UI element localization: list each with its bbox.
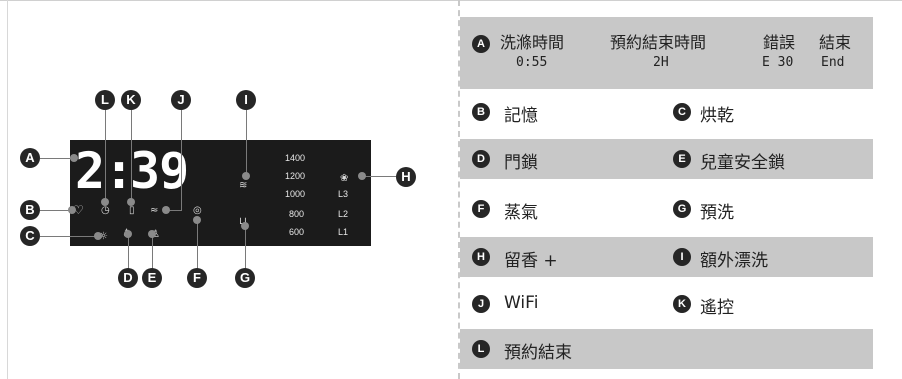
legend-label-end-delay: 預約結束 — [504, 343, 572, 363]
leader-line-c — [40, 236, 98, 237]
leader-line-l — [105, 108, 106, 204]
callout-h: H — [396, 167, 416, 187]
legend-label-wifi: WiFi — [504, 293, 539, 313]
callout-e: E — [142, 268, 162, 288]
legend-row: F 蒸氣 G 預洗 — [460, 189, 873, 229]
leader-line-j — [181, 108, 182, 210]
callout-i: I — [236, 90, 256, 110]
badge-g: G — [673, 200, 691, 218]
speed-800: 800 — [289, 209, 305, 219]
clock-icon: ◷ — [101, 205, 110, 216]
leader-line-b — [40, 210, 74, 211]
prewash-icon: ⊔ — [239, 217, 247, 227]
leader-line-k — [131, 108, 132, 204]
end-value: End — [821, 55, 845, 70]
badge-b: B — [472, 103, 490, 121]
legend-label-dry: 烘乾 — [700, 106, 734, 126]
badge-l: L — [472, 340, 490, 358]
sun-icon: ☼ — [99, 231, 108, 242]
callout-c: C — [20, 226, 40, 246]
column-separator — [458, 0, 460, 379]
error-value: E 30 — [762, 55, 794, 70]
left-border — [7, 0, 8, 379]
level-l3: L3 — [338, 189, 349, 199]
end-delay-label: 預約結束時間 — [610, 33, 707, 52]
badge-k: K — [673, 295, 691, 313]
dot-e — [148, 230, 156, 238]
leader-line-e — [152, 234, 153, 276]
end-delay-value: 2H — [653, 55, 669, 70]
wash-time-label: 洗滌時間 — [500, 33, 565, 52]
legend-label-extra-rinse: 額外漂洗 — [700, 251, 768, 271]
legend-label-steam: 蒸氣 — [504, 203, 538, 223]
dot-i — [242, 172, 250, 180]
legend-row: B 記憶 C 烘乾 — [460, 92, 873, 132]
legend-label-child-lock: 兒童安全鎖 — [700, 153, 785, 173]
dot-j — [162, 206, 170, 214]
callout-b: B — [20, 200, 40, 220]
wifi-icon: ≈ — [150, 205, 159, 216]
time-hour-digit: 2 — [75, 142, 105, 200]
error-label: 錯誤 — [763, 33, 796, 52]
callout-k: K — [121, 90, 141, 110]
leader-line-a — [40, 158, 74, 159]
legend-label-memory: 記憶 — [504, 106, 538, 126]
callout-d: D — [118, 268, 138, 288]
dot-k — [127, 198, 135, 206]
legend-row: H 留香 + I 額外漂洗 — [460, 237, 873, 277]
badge-a: A — [472, 35, 490, 53]
leader-line-g — [245, 226, 246, 276]
badge-h: H — [472, 248, 490, 266]
fragrance-icon: ❀ — [340, 173, 349, 184]
callout-a: A — [20, 148, 40, 168]
leader-line-i — [246, 108, 247, 176]
legend-header-row: A 洗滌時間 0:55 預約結束時間 2H 錯誤 E 30 結束 End — [460, 17, 873, 89]
legend-row: D 門鎖 E 兒童安全鎖 — [460, 139, 873, 179]
leader-line-d — [128, 234, 129, 276]
time-colon: : — [104, 142, 135, 200]
legend-label-door-lock: 門鎖 — [504, 153, 538, 173]
wash-time-value: 0:55 — [516, 55, 548, 70]
legend-row: L 預約結束 — [460, 329, 873, 369]
badge-c: C — [673, 103, 691, 121]
callout-g: G — [235, 268, 255, 288]
time-minute-digits: 39 — [130, 142, 189, 200]
dot-c — [94, 232, 102, 240]
legend-label-remote: 遙控 — [700, 298, 734, 318]
level-l1: L1 — [338, 227, 349, 237]
legend-label-prewash: 預洗 — [700, 203, 734, 223]
dot-g — [241, 222, 249, 230]
callout-l: L — [95, 90, 115, 110]
callout-f: F — [187, 268, 207, 288]
rinse-icon: ≋ — [239, 180, 248, 191]
badge-e: E — [673, 150, 691, 168]
end-label: 結束 — [819, 33, 852, 52]
badge-d: D — [472, 150, 490, 168]
steam-icon: ◎ — [193, 205, 202, 216]
badge-f: F — [472, 200, 490, 218]
phone-icon: ▯ — [129, 205, 135, 216]
dot-h — [358, 172, 366, 180]
speed-1000: 1000 — [285, 189, 306, 199]
speed-1200: 1200 — [285, 171, 306, 181]
legend-label-fragrance: 留香 + — [504, 251, 558, 271]
leader-line-h — [362, 176, 396, 177]
heart-icon: ♡ — [73, 203, 84, 217]
callout-j: J — [171, 90, 191, 110]
dot-d — [124, 230, 132, 238]
leader-line-j-h — [166, 210, 182, 211]
dot-f — [193, 216, 201, 224]
dot-l — [101, 198, 109, 206]
badge-j: J — [472, 295, 490, 313]
dot-a — [70, 154, 78, 162]
legend-row: J WiFi K 遙控 — [460, 284, 873, 324]
top-border — [0, 0, 902, 1]
control-panel-display: 2 : 39 ♡ ☼ ◷ ▯ ≈ ♁ ♙ ◎ ⊔ ≋ ❀ 1400 1200 1… — [70, 140, 371, 246]
dot-b — [68, 206, 76, 214]
badge-i: I — [673, 248, 691, 266]
speed-600: 600 — [289, 227, 305, 237]
leader-line-f — [197, 220, 198, 276]
speed-1400: 1400 — [285, 153, 306, 163]
level-l2: L2 — [338, 209, 349, 219]
